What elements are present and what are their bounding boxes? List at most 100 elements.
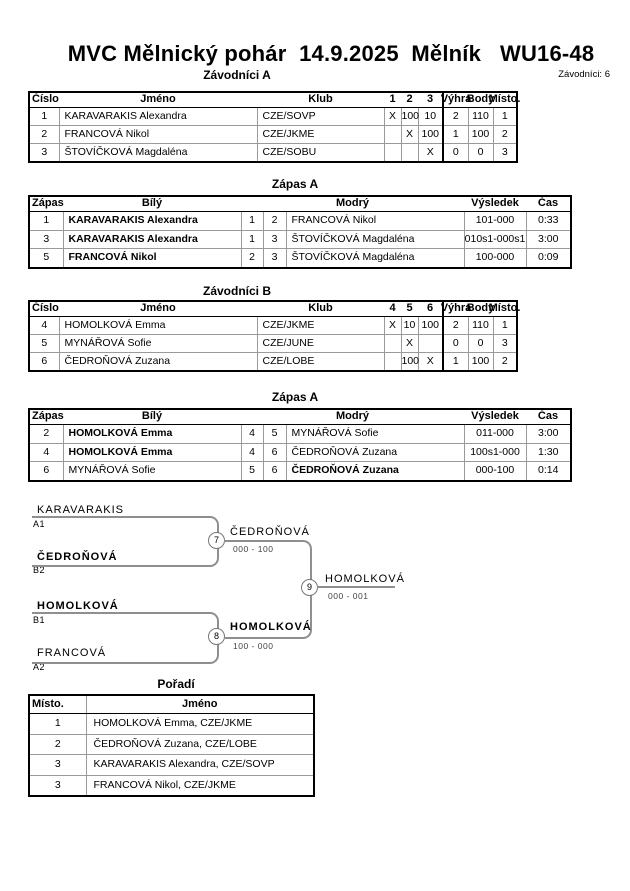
cell-blue-name: ČEDROŇOVÁ Zuzana (285, 442, 465, 462)
bracket-winner-line-9 (317, 586, 395, 588)
col-header-4: 4 (384, 301, 401, 317)
col-header-2: 2 (401, 92, 418, 108)
cell-m1: X (383, 107, 402, 126)
cell-match-no: 4 (28, 442, 64, 462)
page-title: MVC Mělnický pohár 14.9.2025 Mělník WU16… (67, 41, 595, 66)
cell-blue-name: MYNÁŘOVÁ Sofie (285, 424, 465, 444)
section-heading-matches-a: Zápas A (271, 177, 319, 191)
col-header-vyhra: Výhra (441, 92, 471, 108)
table-row: 2 HOMOLKOVÁ Emma 4 5 MYNÁŘOVÁ Sofie 011-… (28, 424, 572, 444)
cell-points: 100 (467, 125, 494, 144)
table-row: 1 KARAVARAKIS Alexandra CZE/SOVP X 100 1… (28, 107, 518, 126)
bracket-match-number: 8 (208, 628, 225, 645)
cell-wins: 1 (442, 125, 469, 144)
cell-name: MYNÁŘOVÁ Sofie (58, 334, 258, 353)
bracket-slot-name: HOMOLKOVÁ (37, 600, 119, 612)
table-row: 2 FRANCOVÁ Nikol CZE/JKME X 100 1 100 2 (28, 125, 518, 144)
cell-m1 (383, 352, 402, 372)
cell-result: 101-000 (463, 211, 527, 231)
col-header-klub: Klub (257, 301, 384, 317)
bracket-match-number: 9 (301, 579, 318, 596)
cell-place: 3 (28, 774, 87, 797)
cell-result: 000-100 (463, 461, 527, 481)
col-header-modry: Modrý (241, 196, 464, 212)
col-header-misto: Místo. (489, 92, 520, 108)
cell-m3: 10 (417, 107, 444, 126)
cell-blue-no: 3 (262, 229, 287, 249)
bracket-connector-semifinal-1 (32, 516, 219, 567)
col-header-jmeno: Jméno (59, 92, 257, 108)
cell-blue-name: ŠTOVÍČKOVÁ Magdaléna (285, 229, 465, 249)
cell-name: HOMOLKOVÁ Emma, CZE/JKME (85, 713, 315, 735)
cell-match-no: 6 (28, 461, 64, 481)
bracket-winner-name: ČEDROŇOVÁ (230, 526, 310, 538)
competitors-b-table: Číslo Jméno Klub 4 5 6 Výhra Body Místo.… (28, 300, 520, 372)
cell-name: FRANCOVÁ Nikol (58, 125, 258, 144)
col-header-3: 3 (418, 92, 444, 108)
cell-blue-no: 5 (262, 424, 287, 444)
cell-club: CZE/LOBE (256, 352, 385, 372)
bracket-match-number: 7 (208, 532, 225, 549)
section-heading-ranking: Pořadí (157, 677, 195, 691)
table-row: 4 HOMOLKOVÁ Emma 4 6 ČEDROŇOVÁ Zuzana 10… (28, 442, 572, 462)
cell-club: CZE/SOBU (256, 143, 385, 163)
cell-match-no: 2 (28, 424, 64, 444)
col-header-jmeno: Jméno (59, 301, 257, 317)
table-row: 4 HOMOLKOVÁ Emma CZE/JKME X 10 100 2 110… (28, 316, 518, 335)
section-heading-group-a: Závodníci A (203, 68, 271, 82)
cell-wins: 2 (442, 107, 469, 126)
cell-blue-no: 6 (262, 442, 287, 462)
table-row: 3 ŠTOVÍČKOVÁ Magdaléna CZE/SOBU X 0 0 3 (28, 143, 518, 163)
cell-club: CZE/SOVP (256, 107, 385, 126)
cell-time: 1:30 (525, 442, 572, 462)
col-header-1: 1 (384, 92, 401, 108)
cell-white-name: HOMOLKOVÁ Emma (62, 424, 242, 444)
cell-points: 110 (467, 107, 494, 126)
matches-b-table: Zápas Bílý Modrý Výsledek Čas 2 HOMOLKOV… (28, 408, 572, 482)
cell-white-no: 2 (240, 248, 264, 268)
cell-m2: X (400, 125, 419, 144)
cell-place: 3 (492, 334, 518, 353)
col-header-zapas: Zápas (29, 196, 64, 212)
cell-m2: 10 (400, 316, 419, 335)
cell-place: 3 (28, 754, 87, 776)
cell-place: 3 (492, 143, 518, 163)
cell-blue-name: ŠTOVÍČKOVÁ Magdaléna (285, 248, 465, 268)
bracket-slot-name: KARAVARAKIS (37, 504, 125, 516)
col-header-6: 6 (418, 301, 444, 317)
table-row: 6 ČEDROŇOVÁ Zuzana CZE/LOBE 100 X 1 100 … (28, 352, 518, 372)
cell-m2: 100 (400, 352, 419, 372)
cell-blue-no: 6 (262, 461, 287, 481)
cell-m3: X (417, 352, 444, 372)
ranking-table: Místo. Jméno 1 HOMOLKOVÁ Emma, CZE/JKME … (28, 694, 315, 797)
bracket-slot-seed: B2 (33, 565, 46, 575)
cell-m3: 100 (417, 125, 444, 144)
cell-white-name: KARAVARAKIS Alexandra (62, 229, 242, 249)
header-row: Číslo Jméno Klub 1 2 3 Výhra Body Místo. (29, 92, 520, 108)
cell-name: ČEDROŇOVÁ Zuzana, CZE/LOBE (85, 733, 315, 755)
bracket-winner-name: HOMOLKOVÁ (230, 621, 312, 633)
cell-match-no: 3 (28, 229, 64, 249)
header-row: Místo. Jméno (29, 695, 314, 714)
col-header-cislo: Číslo (29, 301, 59, 317)
cell-m1: X (383, 316, 402, 335)
header-row: Zápas Bílý Modrý Výsledek Čas (29, 409, 571, 425)
table-row: 2 ČEDROŇOVÁ Zuzana, CZE/LOBE (28, 733, 315, 755)
table-row: 1 HOMOLKOVÁ Emma, CZE/JKME (28, 713, 315, 735)
section-heading-matches-b: Zápas A (271, 390, 319, 404)
bracket-connector-semifinal-2 (32, 612, 219, 664)
cell-result: 011-000 (463, 424, 527, 444)
table-row: 5 FRANCOVÁ Nikol 2 3 ŠTOVÍČKOVÁ Magdalén… (28, 248, 572, 268)
cell-time: 0:14 (525, 461, 572, 481)
col-header-jmeno: Jméno (86, 695, 314, 714)
cell-m2: X (400, 334, 419, 353)
cell-number: 5 (28, 334, 60, 353)
col-header-klub: Klub (257, 92, 384, 108)
table-row: 3 FRANCOVÁ Nikol, CZE/JKME (28, 774, 315, 797)
table-row: 3 KARAVARAKIS Alexandra, CZE/SOVP (28, 754, 315, 776)
cell-result: 100s1-000 (463, 442, 527, 462)
col-header-cislo: Číslo (29, 92, 59, 108)
bracket-match-score: 100 - 000 (233, 641, 274, 651)
cell-m1 (383, 125, 402, 144)
